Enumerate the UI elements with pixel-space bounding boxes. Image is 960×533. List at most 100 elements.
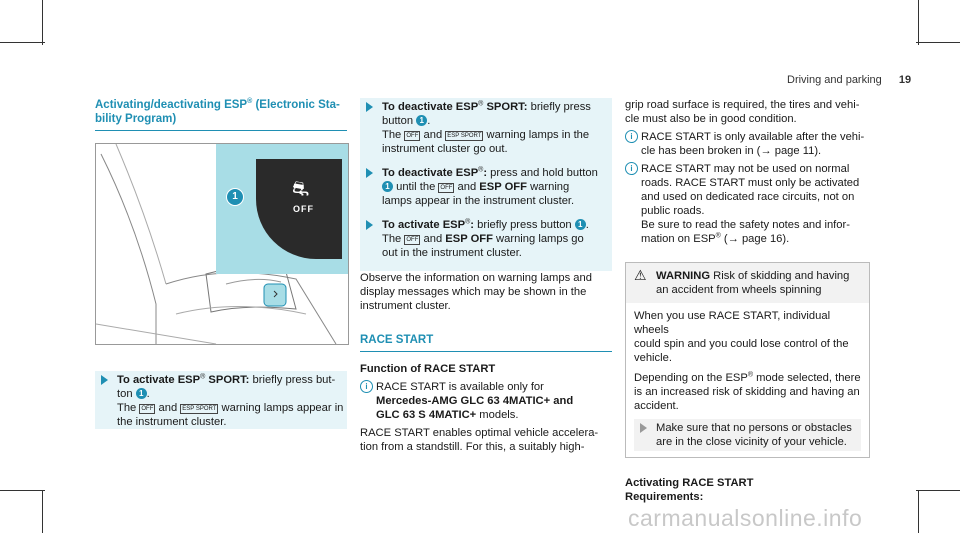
step-text: warning [526,181,570,193]
info-note: i RACE START is available only for Merce… [360,380,612,422]
text-line: could spin and you could lose control of… [634,338,849,350]
text-line: accident. [634,400,679,412]
esp-off-lamp-icon: OFF [438,183,455,193]
console-illustration [96,144,337,344]
step-text: and [454,181,480,193]
crop-mark [42,0,43,45]
text-line: cle has been broken in ( [641,145,761,157]
step-text: the instrument cluster. [117,416,227,428]
step-text: until the [393,181,439,193]
section-rule [360,351,612,352]
step-text: . [585,219,589,231]
race-start-heading: RACE START [360,334,434,346]
arrow-ref: → [727,233,739,245]
title-line: bility Program) [95,113,177,125]
text-line: roads. RACE START must only be activated [641,177,860,189]
left-column: Activating/deactivating ESP® (Electronic… [95,98,349,439]
text-line: Be sure to read the safety notes and inf… [641,219,850,231]
off-label: OFF [293,204,314,214]
step-text: The [382,129,405,141]
sup: ® [465,218,471,226]
sup: ® [747,371,753,379]
text-line: RACE START enables optimal vehicle accel… [360,427,599,439]
step-lead: To deactivate ESP [382,167,479,179]
right-column: grip road surface is required, the tires… [625,98,870,504]
text-line: ( [720,233,728,245]
watermark: carmanualsonline.info [628,505,863,531]
esp-sport-lamp-icon: ESP SPORT [445,131,484,141]
text-line: are in the close vicinity of your vehicl… [656,436,847,448]
text-line: is an increased risk of skidding and hav… [634,386,860,398]
step-text: warning lamps appear in [218,402,344,414]
step-text: The [117,402,140,414]
text-line: RACE START may not be used on normal [641,163,850,175]
text-line: Observe the information on warning lamps… [360,272,592,284]
step-text: briefly press [527,101,591,113]
text-line: mode selected, there [753,372,861,384]
step-arrow-icon [640,423,647,433]
warning-header: ⚠ WARNING Risk of skidding and having an… [626,263,869,303]
callout-marker: 1 [226,188,244,206]
warning-text: Risk of skidding and having [710,270,850,282]
esp-off-label: ESP OFF [479,181,527,193]
text-line: vehicle. [634,352,672,364]
step-arrow-icon [366,220,373,230]
function-title: Function of RACE START [360,363,496,375]
crop-mark [0,42,45,43]
step-text: warning lamps go [492,233,584,245]
callout-ref: 1 [416,115,428,126]
text-line: grip road surface is required, the tires… [625,99,860,111]
step-lead: To activate ESP [382,219,466,231]
warning-body: When you use RACE START, individual whee… [626,303,869,457]
step-text: button [382,115,417,127]
title-line: (Electronic Sta- [252,99,340,111]
esp-skid-icon: ⛐ [292,178,310,200]
step-text: . [146,388,150,400]
console-figure: ⛐ OFF 1 [95,143,349,345]
text-line: and used on dedicated race circuits, not… [641,191,855,203]
info-note: i RACE START is only available after the… [625,130,870,158]
step-lead: : [483,167,488,179]
step-lead: : [470,219,475,231]
step-activate-esp: To activate ESP®: briefly press button 1… [360,218,612,260]
page-link[interactable]: page 11). [771,145,822,157]
text-line: When you use RACE START, individual whee… [634,310,831,336]
warning-step: Make sure that no persons or obstacles a… [634,419,861,451]
title-sup: ® [247,98,253,106]
esp-off-lamp-icon: OFF [139,404,156,414]
step-text: briefly press button [474,219,575,231]
esp-off-lamp-icon: OFF [404,235,421,245]
callout-ref: 1 [135,388,147,399]
step-deactivate-esp: To deactivate ESP®: press and hold butto… [360,166,612,208]
text-line: public roads. [641,205,705,217]
step-text: and [155,402,181,414]
crop-mark [918,0,919,45]
step-text: . [427,115,431,127]
title-line: Activating/deactivating ESP [95,99,248,111]
text-line: display messages which may be shown in t… [360,286,587,298]
crop-mark [42,490,43,533]
warning-triangle-icon: ⚠ [634,267,647,283]
text-line: RACE START is only available after the v… [641,131,865,143]
step-text: The [382,233,405,245]
text-line: Make sure that no persons or obstacles [656,422,852,434]
sup: ® [478,100,484,108]
crop-mark [0,490,45,491]
text-line: RACE START is available only for [376,381,544,393]
warning-box: ⚠ WARNING Risk of skidding and having an… [625,262,870,458]
sup: ® [715,232,721,240]
race-start-paragraph: RACE START enables optimal vehicle accel… [360,426,612,454]
step-text: lamps appear in the instrument cluster. [382,195,575,207]
callout-ref: 1 [574,219,586,230]
warning-title: WARNING [656,270,711,282]
section-title-esp: Activating/deactivating ESP® (Electronic… [95,98,347,126]
running-header: Driving and parking 19 [787,74,911,86]
step-text: out in the instrument cluster. [382,247,522,259]
warning-paragraph: Depending on the ESP® mode selected, the… [634,371,861,413]
info-icon: i [625,162,638,175]
page-link[interactable]: page 16). [738,233,790,245]
info-note: i RACE START may not be used on normal r… [625,162,870,246]
middle-column: To deactivate ESP® SPORT: briefly press … [360,98,612,454]
text-line: instrument cluster. [360,300,451,312]
activating-race-start-title: Activating RACE START [625,477,754,489]
